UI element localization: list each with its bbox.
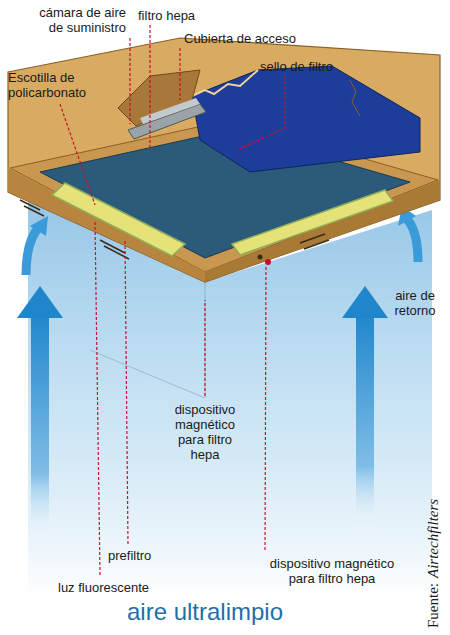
ceiling-housing	[8, 38, 440, 282]
caption-text: aire ultralimpio	[80, 598, 330, 626]
leader-lines	[60, 25, 285, 575]
part-label: sello de filtro	[260, 59, 380, 74]
part-label: cámara de aire de suministro	[22, 5, 126, 35]
beam-edge	[90, 282, 205, 398]
part-label: Cubierta de acceso	[184, 31, 324, 46]
source-note: Fuente:	[424, 583, 442, 628]
part-label: prefiltro	[108, 548, 188, 563]
part-label: Escotilla de policarbonato	[8, 70, 108, 100]
part-label: aire de retorno	[386, 288, 444, 318]
source-note: Airtechfilters	[424, 499, 442, 578]
part-label: filtro hepa	[138, 8, 228, 23]
part-label: dispositivo magnético para filtro hepa	[257, 556, 407, 586]
part-label: dispositivo magnético para filtro hepa	[165, 402, 245, 462]
part-label: luz fluorescente	[58, 580, 178, 595]
